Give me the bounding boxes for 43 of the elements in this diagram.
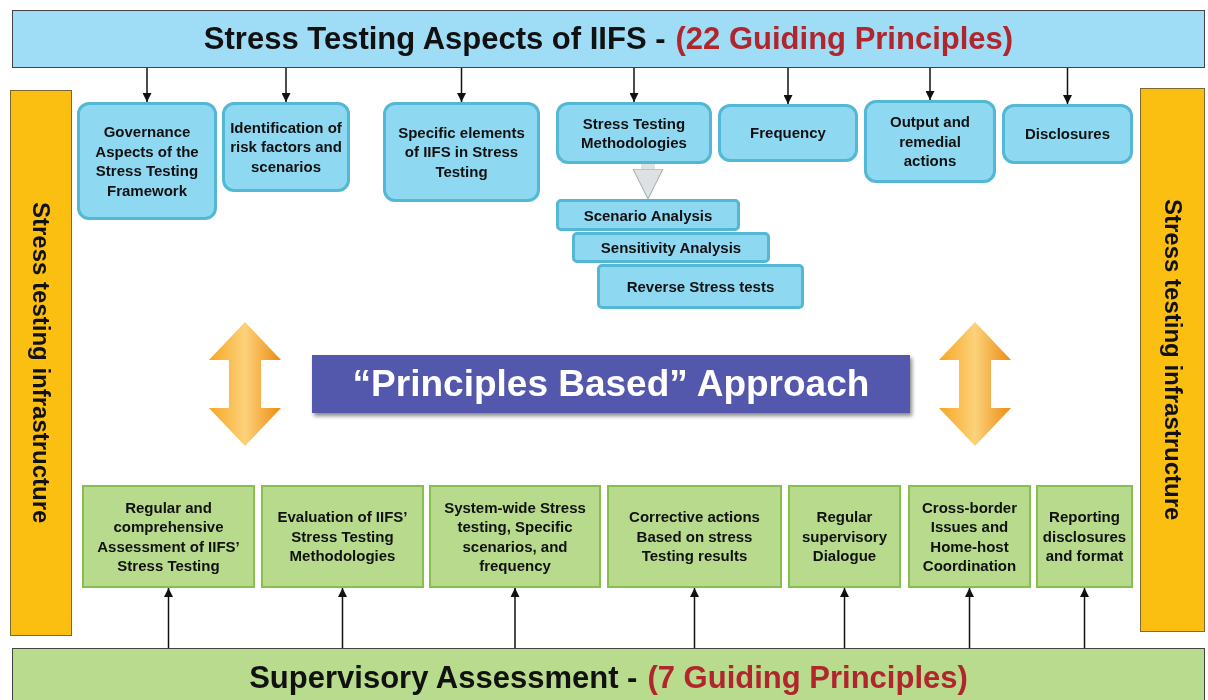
aspect-box: Identification of risk factors and scenarios [222, 102, 350, 192]
band-title: Stress testing infrastructure [27, 202, 55, 524]
principle-box: Regular supervisory Dialogue [788, 485, 901, 588]
arrow [142, 67, 152, 103]
side-band [1140, 88, 1205, 632]
arrow [690, 587, 699, 649]
method-box: Scenario Analysis [556, 199, 740, 231]
arrow [510, 587, 520, 649]
arrow [457, 67, 466, 103]
side-band [10, 90, 72, 636]
arrow [965, 587, 974, 649]
method-box: Sensitivity Analysis [572, 232, 770, 263]
principle-box: Evaluation of IIFS’ Stress Testing Methodologies [261, 485, 424, 588]
aspect-box: Governance Aspects of the Stress Testing Framework [77, 102, 217, 220]
band-title: Supervisory Assessment - [249, 660, 638, 696]
arrow [338, 587, 347, 649]
principle-box: System-wide Stress testing, Specific scenarios, and frequency [429, 485, 601, 588]
aspect-box: Specific elements of IIFS in Stress Testing [383, 102, 540, 202]
principle-box: Cross-border Issues and Home-host Coordination [908, 485, 1031, 588]
band-title: Stress testing infrastructure [1158, 199, 1187, 521]
aspect-box: Disclosures [1002, 104, 1133, 164]
principle-count: (22 Guiding Principles) [675, 21, 1014, 57]
arrow [925, 67, 935, 101]
principle-box: Reporting disclosures and format [1036, 485, 1133, 588]
aspect-box: Stress Testing Methodologies [556, 102, 712, 164]
principle-box: Corrective actions Based on stress Testing results [607, 485, 782, 588]
method-box: Reverse Stress tests [597, 264, 804, 309]
principle-box: Regular and comprehensive Assessment of IIFS’ Stress Testing [82, 485, 255, 588]
aspect-box: Output and remedial actions [864, 100, 996, 183]
arrow [840, 587, 849, 649]
approach-banner: “Principles Based” Approach [312, 355, 910, 413]
arrow [1063, 67, 1072, 105]
title-band [12, 648, 1205, 700]
arrow [1080, 587, 1089, 649]
aspect-box: Frequency [718, 104, 858, 162]
principle-count: (7 Guiding Principles) [647, 660, 968, 696]
arrow [629, 67, 639, 103]
arrow [783, 67, 793, 105]
band-title: Stress Testing Aspects of IIFS - [203, 21, 666, 57]
title-band [12, 10, 1205, 68]
arrow [281, 67, 291, 103]
arrow [164, 587, 173, 649]
block-arrow [632, 164, 664, 200]
